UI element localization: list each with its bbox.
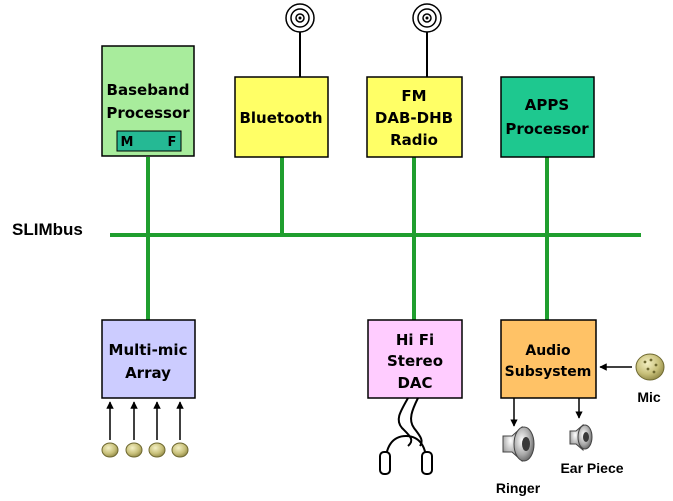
multimic-label-2: Array <box>125 364 171 382</box>
headphones-icon <box>379 397 433 475</box>
multi-mic-array-block: Multi-mic Array <box>101 319 196 399</box>
ringer-label: Ringer <box>496 480 541 496</box>
fm-label-2: DAB-DHB <box>375 109 453 127</box>
mic-icon <box>101 442 119 458</box>
mic-array-icons <box>101 401 189 458</box>
hifi-label-1: Hi Fi <box>396 331 434 349</box>
apps-processor-block: APPS Processor <box>500 76 595 158</box>
bluetooth-antenna-icon <box>285 3 315 77</box>
hifi-dac-block: Hi Fi Stereo DAC <box>367 319 463 399</box>
audio-label-2: Subsystem <box>505 364 592 380</box>
baseband-m-label: M <box>121 135 134 150</box>
speaker-icon <box>502 425 535 463</box>
audio-subsystem-block: Audio Subsystem <box>500 319 597 399</box>
fm-label-3: Radio <box>390 131 438 149</box>
mic-icon <box>125 442 143 458</box>
apps-label-1: APPS <box>525 96 569 114</box>
earpiece-speaker-icon <box>569 423 593 452</box>
mic-icon <box>171 442 189 458</box>
hifi-label-2: Stereo <box>387 352 443 370</box>
mic-input: Mic <box>599 353 665 405</box>
apps-label-2: Processor <box>505 120 589 138</box>
baseband-label-1: Baseband <box>107 81 190 99</box>
baseband-label-2: Processor <box>106 104 190 122</box>
multimic-label-1: Multi-mic <box>109 341 188 359</box>
fm-radio-block: FM DAB-DHB Radio <box>366 76 463 158</box>
mic-label: Mic <box>637 389 661 405</box>
audio-label-1: Audio <box>525 343 571 359</box>
bluetooth-label: Bluetooth <box>239 109 322 127</box>
bus-lines <box>110 157 641 322</box>
mic-icon <box>148 442 166 458</box>
baseband-processor-block: Baseband Processor M F <box>101 45 195 157</box>
bluetooth-block: Bluetooth <box>234 76 329 158</box>
earpiece-output: Ear Piece <box>560 398 624 476</box>
ringer-output: Ringer <box>496 398 541 496</box>
earpiece-label: Ear Piece <box>560 460 623 476</box>
mic-icon <box>635 353 665 381</box>
fm-antenna-icon <box>412 3 442 77</box>
slimbus-label: SLIMbus <box>12 220 83 239</box>
baseband-mf-box <box>116 130 182 152</box>
hifi-label-3: DAC <box>397 374 432 392</box>
baseband-f-label: F <box>168 135 177 150</box>
fm-label-1: FM <box>401 87 426 105</box>
